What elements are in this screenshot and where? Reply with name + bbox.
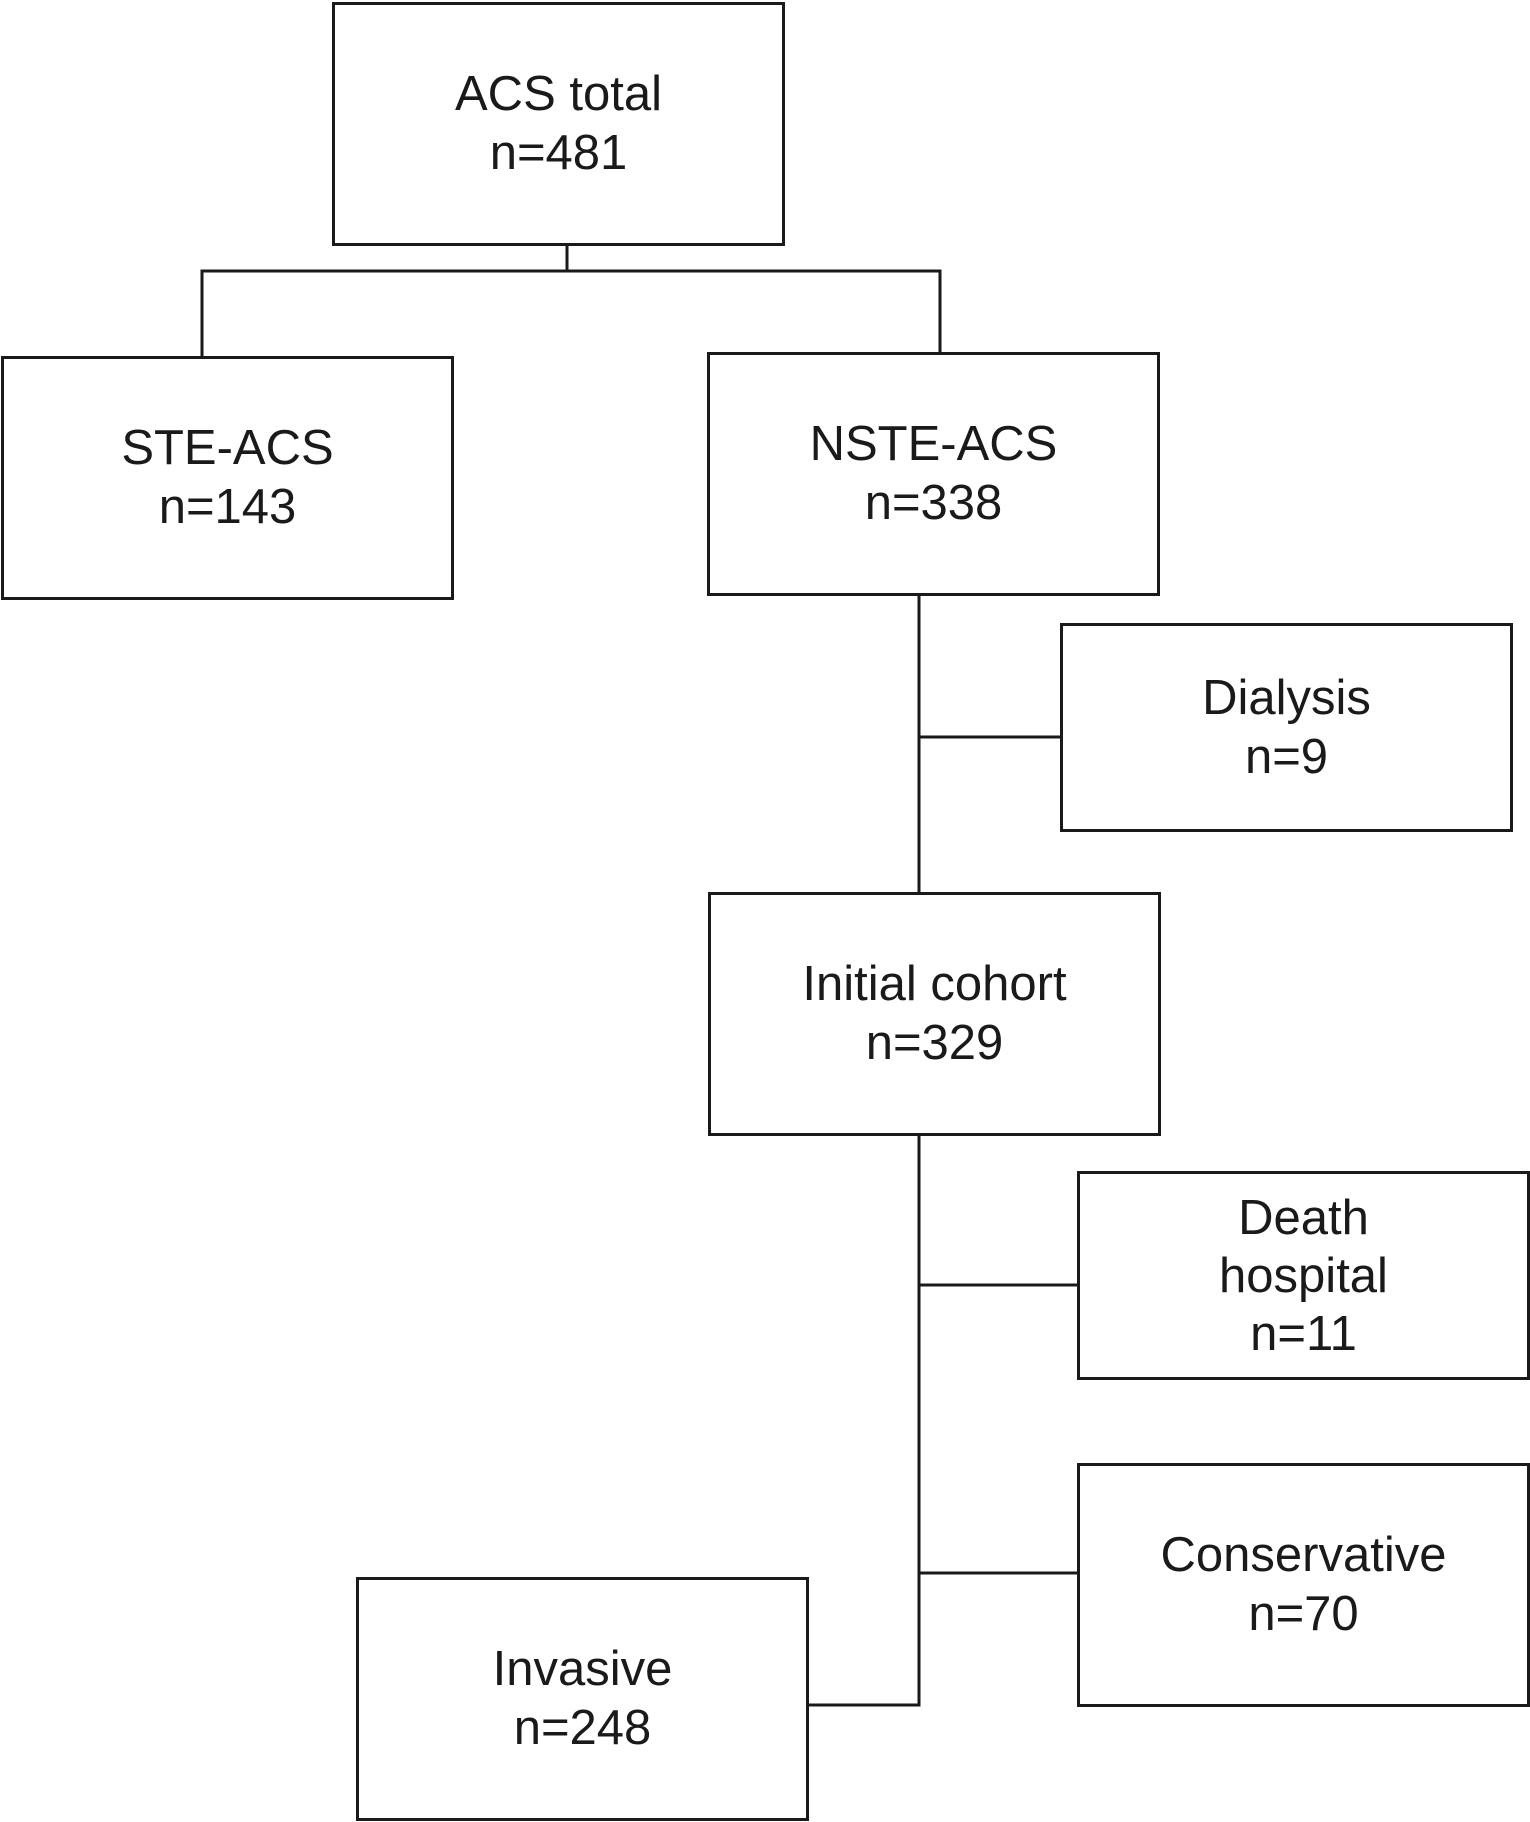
nste-acs-box: NSTE-ACS n=338	[707, 352, 1160, 596]
death-hospital-label-line2: hospital	[1219, 1248, 1388, 1303]
acs-total-box: ACS total n=481	[332, 2, 785, 246]
dialysis-count: n=9	[1244, 729, 1329, 784]
death-hospital-label-line1: Death	[1238, 1190, 1369, 1245]
conservative-count: n=70	[1248, 1587, 1359, 1641]
conservative-label: Conservative	[1160, 1528, 1447, 1582]
nste-acs-label: NSTE-ACS	[809, 417, 1058, 471]
dialysis-box: Dialysis n=9	[1060, 623, 1513, 832]
death-hospital-box: Death hospital n=11	[1077, 1171, 1530, 1380]
nste-acs-count: n=338	[864, 476, 1003, 530]
invasive-label: Invasive	[492, 1642, 673, 1696]
conservative-box: Conservative n=70	[1077, 1463, 1530, 1707]
acs-total-label: ACS total	[455, 67, 662, 121]
death-hospital-count: n=11	[1250, 1306, 1357, 1361]
initial-cohort-label: Initial cohort	[802, 957, 1067, 1011]
acs-total-count: n=481	[489, 126, 628, 180]
ste-acs-box: STE-ACS n=143	[1, 356, 454, 600]
ste-acs-count: n=143	[158, 480, 297, 534]
invasive-count: n=248	[513, 1701, 652, 1755]
initial-cohort-box: Initial cohort n=329	[708, 892, 1161, 1136]
dialysis-label: Dialysis	[1202, 670, 1371, 725]
ste-acs-label: STE-ACS	[121, 421, 334, 475]
invasive-box: Invasive n=248	[356, 1577, 809, 1821]
initial-cohort-count: n=329	[865, 1016, 1004, 1070]
